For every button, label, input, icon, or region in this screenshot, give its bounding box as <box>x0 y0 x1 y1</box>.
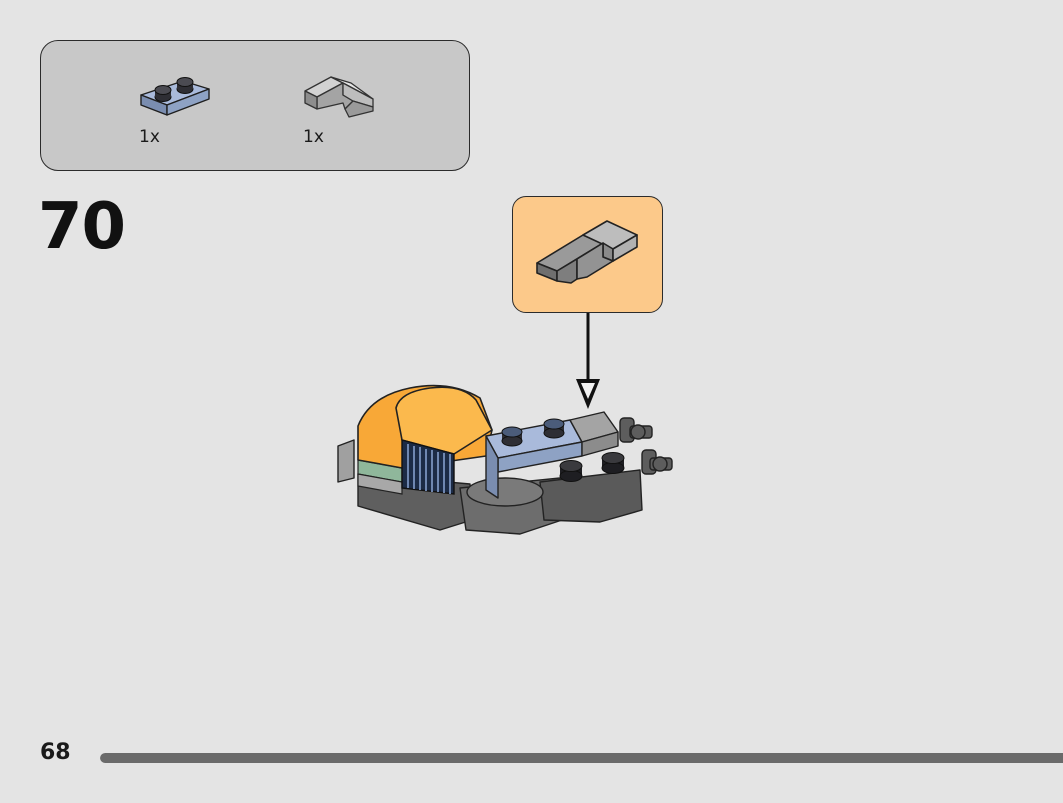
page-number: 68 <box>40 740 71 765</box>
part-item-blue-plate: 1x <box>139 47 229 147</box>
part-qty-grey-slope: 1x <box>303 127 324 147</box>
progress-bar-fill <box>100 753 1063 763</box>
down-arrow-icon <box>576 313 600 409</box>
part-qty-blue-plate: 1x <box>139 127 160 147</box>
callout-grey-slope-icon <box>536 220 638 284</box>
grey-slope-1x2-icon <box>304 76 374 118</box>
parts-list-box: 1x 1x <box>40 40 470 171</box>
callout-box <box>512 196 663 313</box>
progress-bar <box>100 753 1063 763</box>
part-item-grey-slope: 1x <box>303 47 393 147</box>
step-number: 70 <box>38 190 126 264</box>
model-assembly-image <box>337 384 673 535</box>
blue-plate-1x2-icon <box>140 77 210 116</box>
